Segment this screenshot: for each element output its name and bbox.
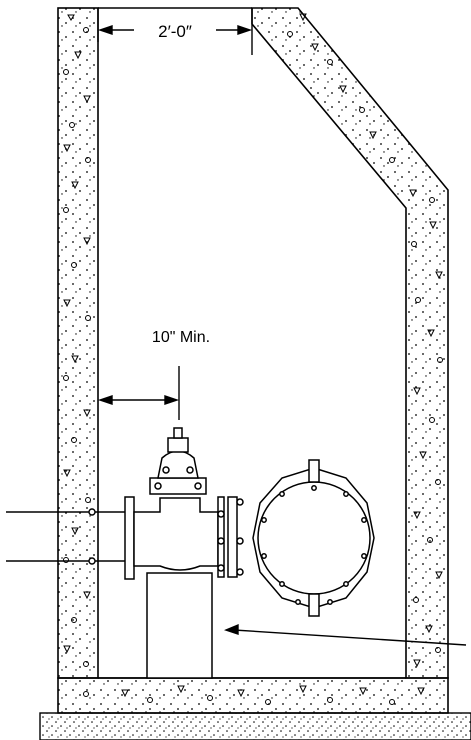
gate-valve bbox=[124, 427, 244, 580]
top-dimension bbox=[97, 8, 253, 55]
aggregate-marks bbox=[63, 13, 443, 705]
left-wall bbox=[57, 7, 99, 679]
dimension-top-label: 2′-0″ bbox=[158, 22, 192, 41]
support-leader-arrow bbox=[224, 623, 467, 646]
valve-clearance-dimension bbox=[97, 366, 180, 420]
gravel-base bbox=[39, 712, 471, 740]
inlet-pipes bbox=[6, 508, 125, 565]
concrete-structure bbox=[57, 7, 449, 714]
valve-clearance-label: 10" Min. bbox=[152, 329, 210, 346]
support-block bbox=[146, 572, 213, 679]
pipe-coupling bbox=[252, 459, 375, 617]
base-slab bbox=[57, 677, 449, 714]
